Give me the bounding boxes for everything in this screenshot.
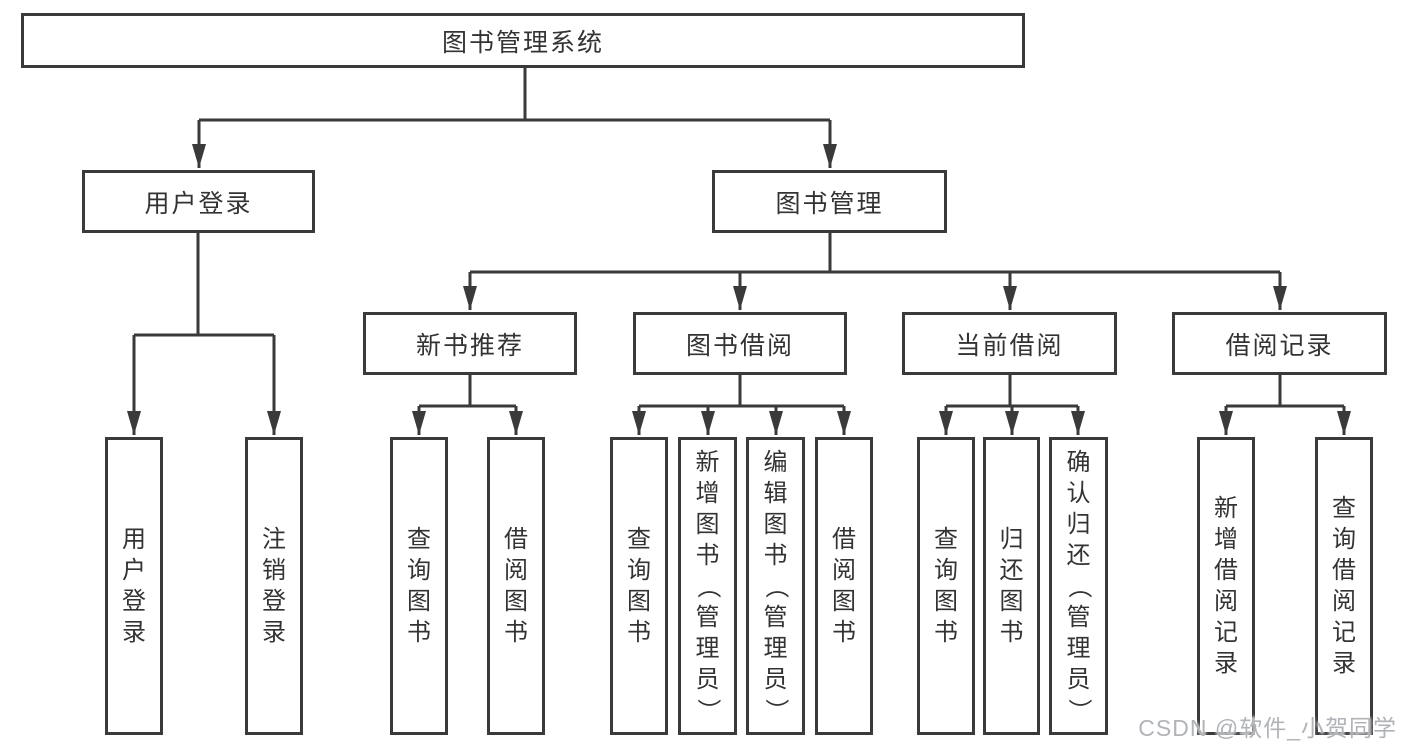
edge-borrow-records-to-leaves — [1219, 375, 1351, 435]
edge-book-mgmt-to-level3 — [463, 233, 1287, 310]
edge-book-borrow-to-leaves — [632, 375, 851, 435]
leaf-borrow-query: 查询图书 — [610, 437, 668, 735]
node-user-login: 用户登录 — [82, 170, 315, 233]
leaf-records-query: 查询借阅记录 — [1315, 437, 1373, 735]
leaf-borrow-edit-admin: 编辑图书（管理员） — [746, 437, 805, 735]
leaf-current-confirm-admin: 确认归还（管理员） — [1049, 437, 1108, 735]
node-book-management: 图书管理 — [712, 170, 947, 233]
edge-current-borrow-to-leaves — [939, 375, 1085, 435]
leaf-records-add: 新增借阅记录 — [1197, 437, 1255, 735]
node-new-books: 新书推荐 — [363, 312, 577, 375]
node-book-borrowing: 图书借阅 — [633, 312, 847, 375]
edge-user-login-to-leaves — [127, 233, 281, 435]
edge-root-to-level2 — [192, 68, 837, 168]
leaf-new-books-borrow: 借阅图书 — [487, 437, 545, 735]
leaf-new-books-query: 查询图书 — [390, 437, 448, 735]
leaf-current-return: 归还图书 — [983, 437, 1040, 735]
edge-new-books-to-leaves — [412, 375, 523, 435]
node-current-borrowing: 当前借阅 — [902, 312, 1117, 375]
leaf-logout: 注销登录 — [245, 437, 303, 735]
leaf-current-query: 查询图书 — [917, 437, 975, 735]
leaf-borrow-borrow: 借阅图书 — [815, 437, 873, 735]
watermark: CSDN @软件_小贺同学 — [1138, 715, 1397, 741]
leaf-user-login: 用户登录 — [105, 437, 163, 735]
node-borrow-records: 借阅记录 — [1172, 312, 1387, 375]
leaf-borrow-add-admin: 新增图书（管理员） — [678, 437, 737, 735]
node-root: 图书管理系统 — [21, 13, 1025, 68]
